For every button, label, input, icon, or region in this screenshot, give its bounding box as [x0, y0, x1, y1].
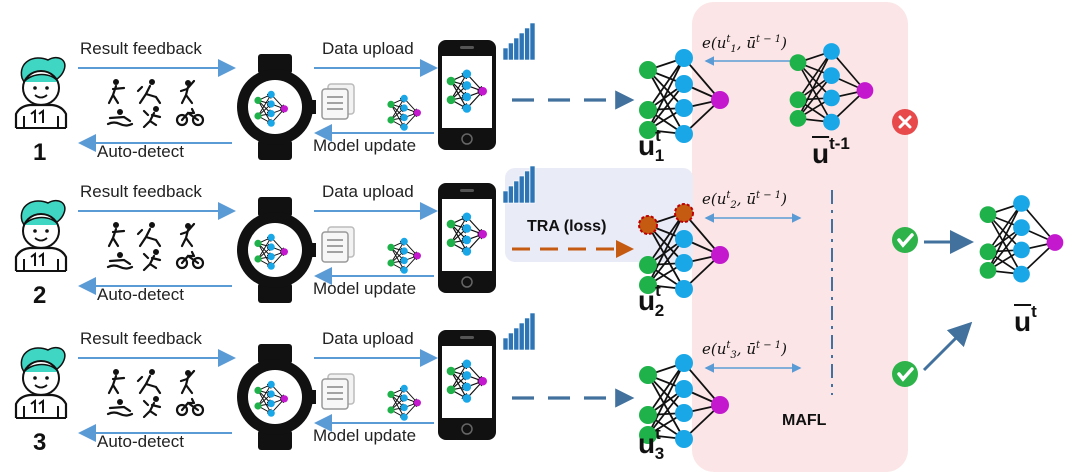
model-sup: t [655, 424, 661, 443]
model-base: u [638, 130, 656, 161]
local-model-label: ut3 [638, 424, 665, 463]
model-sup: t [655, 281, 661, 300]
expr-rest-sup: t − 1 [756, 190, 782, 201]
previous-global-label: ut-1 [812, 134, 850, 170]
expr-close: ) [781, 190, 787, 208]
expr-sup: t [726, 34, 731, 45]
signal-bars-icon [502, 312, 536, 351]
reject-icon [892, 109, 918, 135]
distance-expression: e(ut2, ūt − 1) [702, 190, 787, 211]
signal-bars-icon [502, 22, 536, 61]
activity-icons [106, 79, 205, 129]
auto-detect-label: Auto-detect [97, 285, 184, 304]
model-sup: t [1031, 302, 1037, 321]
accept-icon [892, 361, 918, 387]
activity-icons [106, 369, 205, 419]
neural-network-icon [446, 69, 487, 113]
neural-network-icon [387, 94, 421, 131]
model-base: u [812, 138, 830, 169]
activity-icons [106, 222, 205, 272]
model-update-label: Model update [313, 136, 417, 155]
model-sub: 2 [654, 301, 665, 320]
expr-close: ) [781, 340, 787, 358]
previous-global-model [789, 43, 874, 131]
tra-node [674, 203, 694, 223]
smartphone-icon [438, 183, 496, 293]
new-global-model [979, 195, 1064, 283]
user-row [14, 22, 536, 160]
expr-rest: , ū [736, 340, 756, 358]
distance-expression: e(ut3, ūt − 1) [702, 340, 787, 361]
person-icon [14, 199, 68, 272]
neural-network-icon [446, 212, 487, 256]
user-row [14, 312, 536, 450]
tra-node [638, 215, 658, 235]
local-model-3 [639, 354, 729, 448]
model-sub: 3 [654, 444, 665, 463]
tra-region [505, 168, 693, 262]
model-sup: t [655, 126, 661, 145]
model-base: u [638, 428, 656, 459]
auto-detect-label: Auto-detect [97, 142, 184, 161]
local-model-1 [639, 49, 729, 143]
model-base: u [1014, 306, 1032, 337]
person-icon [14, 56, 68, 129]
mafl-region [692, 2, 908, 472]
local-model-label: ut2 [638, 281, 665, 320]
result-feedback-label: Result feedback [80, 182, 202, 201]
data-upload-label: Data upload [322, 39, 414, 58]
document-stack-icon [321, 226, 355, 263]
model-update-label: Model update [313, 279, 417, 298]
expr-close: ) [781, 34, 787, 52]
model-sub: 1 [654, 146, 665, 165]
neural-network-icon [387, 384, 421, 421]
expr-open: e(u [702, 34, 727, 52]
model-update-label: Model update [313, 426, 417, 445]
data-upload-label: Data upload [322, 182, 414, 201]
smartwatch-icon [237, 54, 316, 160]
neural-network-icon [254, 380, 288, 417]
user-number: 2 [33, 282, 47, 309]
expr-open: e(u [702, 340, 727, 358]
mafl-label: MAFL [782, 412, 827, 429]
expr-sub: 2 [730, 200, 737, 211]
smartphone-icon [438, 40, 496, 150]
tra-label: TRA (loss) [527, 218, 607, 235]
user-number: 3 [33, 429, 47, 456]
local-model-2 [638, 203, 729, 298]
neural-network-icon [446, 359, 487, 403]
expr-rest: , ū [736, 190, 756, 208]
document-stack-icon [321, 373, 355, 410]
data-upload-label: Data upload [322, 329, 414, 348]
user-row [14, 165, 536, 303]
result-feedback-label: Result feedback [80, 39, 202, 58]
neural-network-icon [254, 233, 288, 270]
expr-sup: t [726, 340, 731, 351]
user-number: 1 [33, 139, 47, 166]
result-feedback-label: Result feedback [80, 329, 202, 348]
model-base: u [638, 285, 656, 316]
neural-network-icon [254, 90, 288, 127]
person-icon [14, 346, 68, 419]
expr-rest-sup: t − 1 [756, 340, 782, 351]
document-stack-icon [321, 83, 355, 120]
local-model-label: ut1 [638, 126, 665, 165]
signal-bars-icon [502, 165, 536, 204]
neural-network-icon [387, 237, 421, 274]
accept-icon [892, 227, 918, 253]
smartwatch-icon [237, 197, 316, 303]
model-sup: t-1 [829, 134, 850, 153]
smartphone-icon [438, 330, 496, 440]
expr-rest-sup: t − 1 [756, 34, 782, 45]
expr-sub: 1 [730, 44, 737, 55]
expr-sub: 3 [730, 350, 737, 361]
distance-expression: e(ut1, ūt − 1) [702, 34, 787, 55]
expr-sup: t [726, 190, 731, 201]
auto-detect-label: Auto-detect [97, 432, 184, 451]
smartwatch-icon [237, 344, 316, 450]
expr-open: e(u [702, 190, 727, 208]
expr-rest: , ū [736, 34, 756, 52]
aggregate-arrow [922, 321, 973, 372]
new-global-label: ut [1014, 302, 1037, 338]
